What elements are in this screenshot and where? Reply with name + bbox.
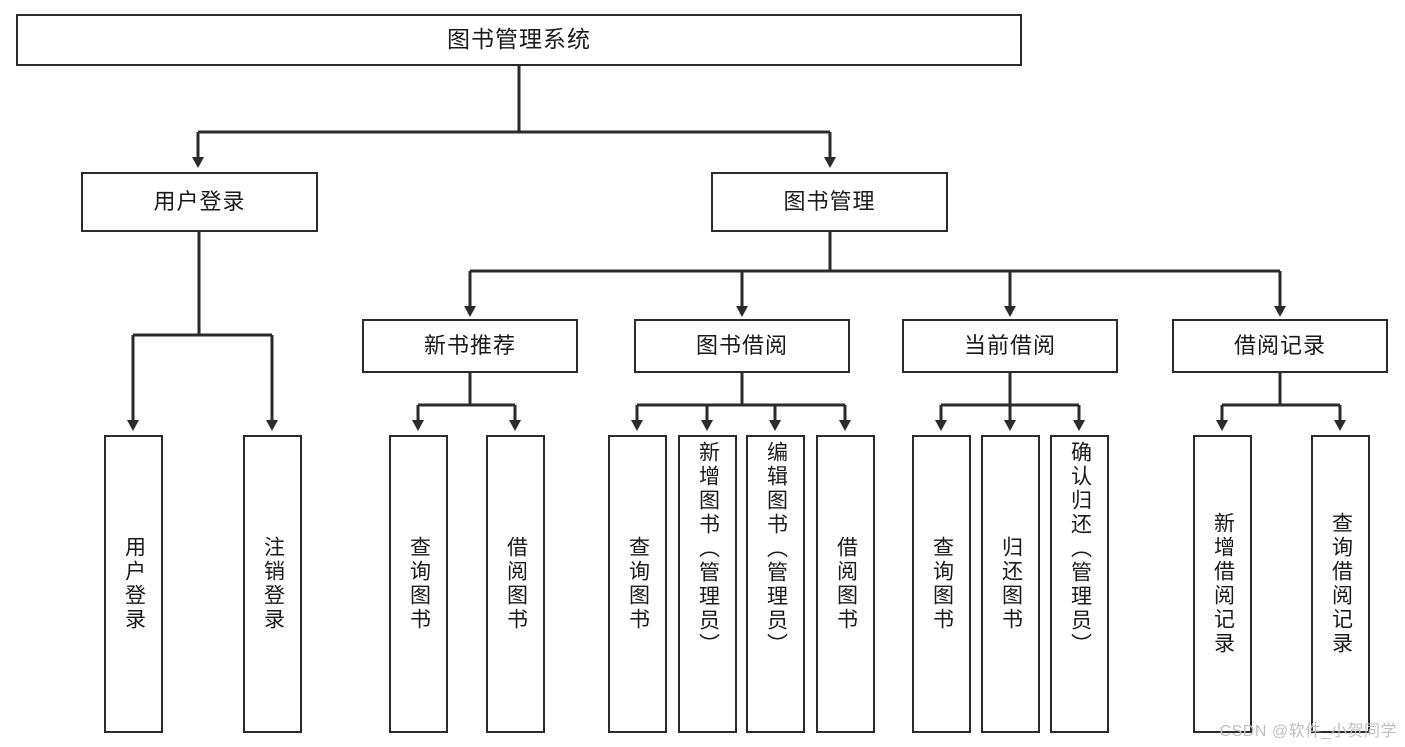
- node-leaf-query-book-borrow[interactable]: 查询图书: [608, 435, 667, 733]
- node-label: 查询图书: [626, 536, 650, 632]
- node-root-book-management-system[interactable]: 图书管理系统: [16, 14, 1022, 66]
- node-leaf-query-book-current[interactable]: 查询图书: [912, 435, 971, 733]
- node-leaf-query-book-recommend[interactable]: 查询图书: [389, 435, 448, 733]
- node-borrow-record[interactable]: 借阅记录: [1172, 319, 1388, 373]
- node-label: 当前借阅: [963, 333, 1056, 359]
- node-label: 查询借阅记录: [1329, 512, 1353, 656]
- node-leaf-return-book[interactable]: 归还图书: [981, 435, 1040, 733]
- node-leaf-confirm-return[interactable]: 确认归还（管理员）: [1050, 435, 1109, 733]
- node-user-login[interactable]: 用户登录: [81, 172, 318, 232]
- node-current-borrow[interactable]: 当前借阅: [902, 319, 1118, 373]
- node-label: 新增图书（管理员）: [696, 441, 720, 657]
- node-book-management[interactable]: 图书管理: [711, 172, 948, 232]
- node-label: 新书推荐: [423, 333, 516, 359]
- node-book-borrow[interactable]: 图书借阅: [634, 319, 850, 373]
- node-leaf-borrow-book-recommend[interactable]: 借阅图书: [486, 435, 545, 733]
- node-label: 注销登录: [261, 536, 285, 632]
- node-label: 借阅图书: [504, 536, 528, 632]
- node-leaf-edit-book[interactable]: 编辑图书（管理员）: [746, 435, 805, 733]
- node-label: 图书管理系统: [447, 26, 591, 53]
- node-label: 编辑图书（管理员）: [764, 441, 788, 657]
- node-leaf-add-book[interactable]: 新增图书（管理员）: [678, 435, 737, 733]
- node-label: 查询图书: [930, 536, 954, 632]
- node-label: 新增借阅记录: [1211, 512, 1235, 656]
- node-label: 确认归还（管理员）: [1068, 441, 1092, 657]
- node-leaf-query-borrow-record[interactable]: 查询借阅记录: [1311, 435, 1370, 733]
- node-label: 借阅图书: [834, 536, 858, 632]
- node-label: 查询图书: [407, 536, 431, 632]
- node-label: 图书管理: [783, 189, 876, 215]
- node-leaf-add-borrow-record[interactable]: 新增借阅记录: [1193, 435, 1252, 733]
- node-label: 借阅记录: [1233, 333, 1326, 359]
- node-leaf-borrow-book[interactable]: 借阅图书: [816, 435, 875, 733]
- node-label: 用户登录: [122, 536, 146, 632]
- node-leaf-user-login[interactable]: 用户登录: [104, 435, 163, 733]
- node-leaf-logout-login[interactable]: 注销登录: [243, 435, 302, 733]
- node-label: 用户登录: [153, 189, 246, 215]
- node-label: 归还图书: [999, 536, 1023, 632]
- node-label: 图书借阅: [695, 333, 788, 359]
- watermark-text: CSDN @软件_小贺同学: [1219, 723, 1397, 740]
- node-new-book-recommend[interactable]: 新书推荐: [362, 319, 578, 373]
